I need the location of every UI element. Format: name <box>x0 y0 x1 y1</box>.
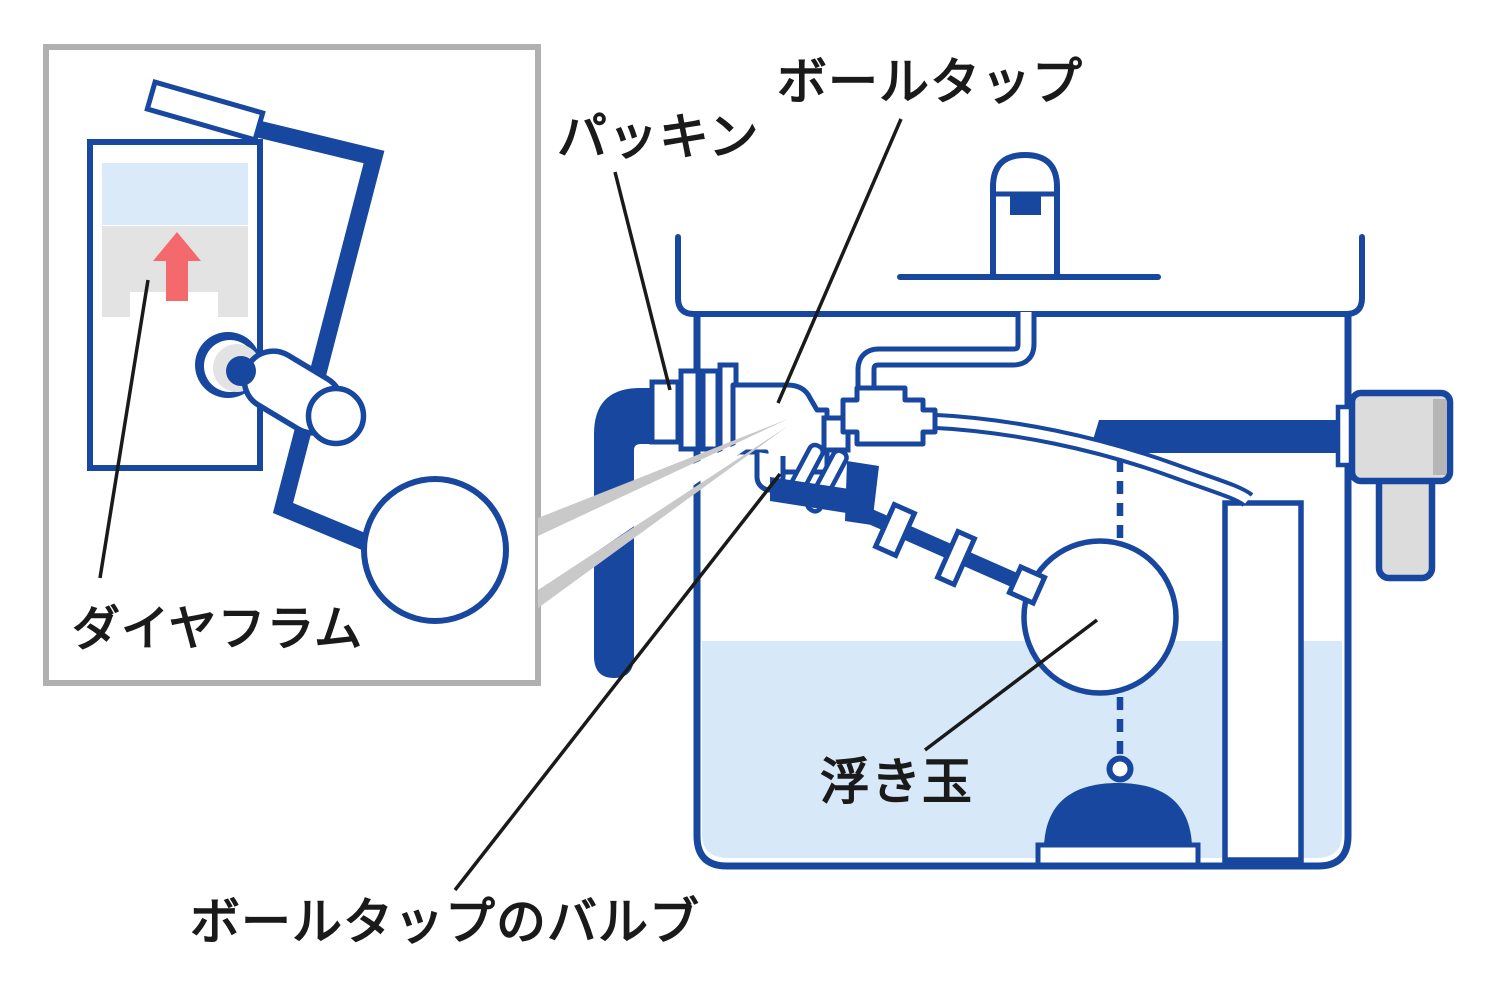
flush-handle-lever <box>1375 467 1436 582</box>
flush-handle <box>1348 389 1454 485</box>
inset-water-chamber <box>102 163 248 225</box>
valve-outlet-bar <box>770 477 856 514</box>
riser-pipe <box>860 312 1032 402</box>
flush-valve-bell <box>1044 783 1192 846</box>
tank-water <box>702 641 1342 858</box>
leader-line-ball-tap <box>776 118 903 404</box>
supply-pipe <box>594 388 655 678</box>
leader-line-diaphragm <box>98 279 150 579</box>
label-packing: パッキン <box>557 109 760 165</box>
label-diaphragm: ダイヤフラム <box>72 603 364 656</box>
label-float-ball: 浮き玉 <box>820 754 973 810</box>
inset-box <box>43 44 541 686</box>
ball-collar <box>1006 563 1048 607</box>
up-arrow-icon <box>153 232 201 301</box>
packing-ring <box>649 379 681 445</box>
tee-fitting <box>840 385 938 447</box>
toilet-tank <box>453 118 1454 892</box>
cylinder-end-cap <box>305 385 367 447</box>
arm-collar <box>934 528 978 588</box>
inset-lever-arm <box>248 118 385 553</box>
arm-collar <box>872 501 918 559</box>
inset-rod <box>144 79 266 143</box>
float-ball <box>1021 538 1179 696</box>
inset-float-ball <box>361 476 509 624</box>
tank-walls <box>693 312 1352 870</box>
bell-loop <box>1106 755 1134 783</box>
spindle-bar <box>1089 420 1348 453</box>
leader-line-valve <box>453 472 782 892</box>
packing-ring <box>700 368 721 452</box>
callout-wedge <box>538 419 788 608</box>
overflow-pipe <box>1222 500 1304 863</box>
label-ball-tap-valve: ボールタップのバルブ <box>190 894 700 950</box>
pivot-center <box>226 356 256 386</box>
label-ball-tap: ボールタップ <box>777 54 1083 110</box>
leader-line-packing <box>613 171 672 391</box>
packing-ring <box>678 368 701 452</box>
packing-stack <box>649 362 739 456</box>
lid-fixture-notch <box>1010 196 1041 215</box>
leader-line-float <box>923 618 1099 752</box>
refill-hose <box>927 416 1251 504</box>
lid-fixture <box>990 151 1060 277</box>
